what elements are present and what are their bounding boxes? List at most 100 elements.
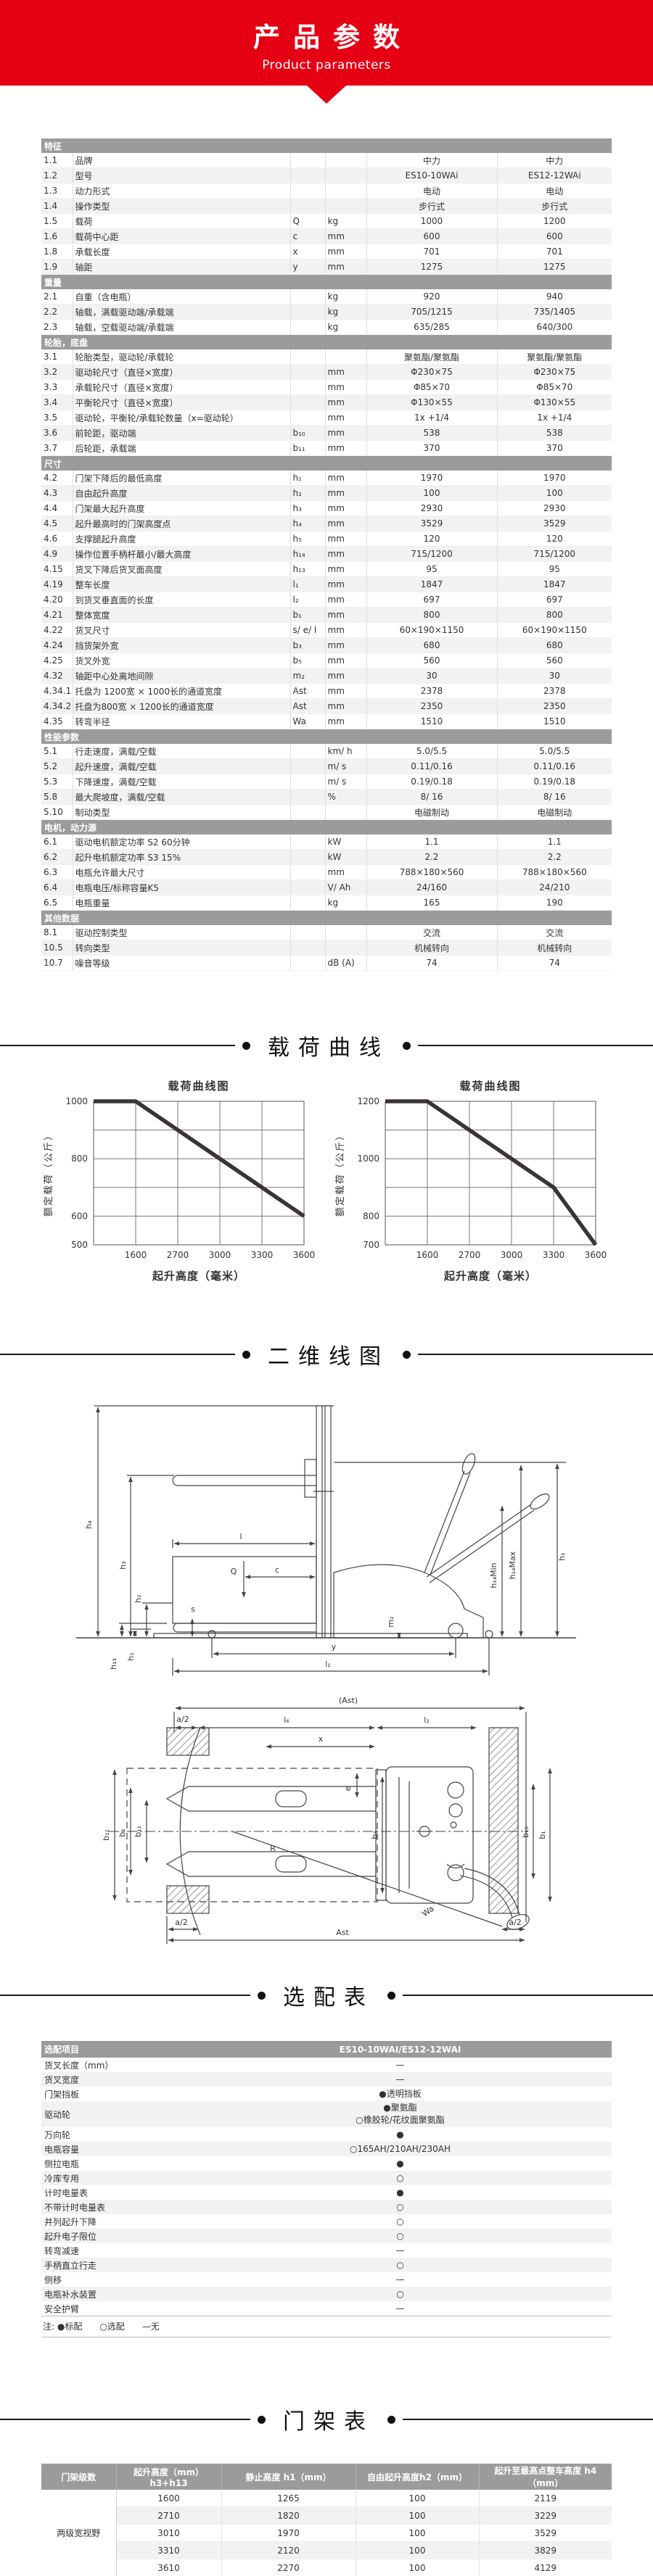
dimension-label: (Ast) xyxy=(339,1696,358,1705)
load-curve-line xyxy=(94,1099,305,1218)
option-row: 并列起升下降○ xyxy=(41,2214,612,2229)
spec-value-es12: 1510 xyxy=(497,713,612,729)
spec-value-es12: 中力 xyxy=(497,153,612,168)
divider-line xyxy=(0,1045,235,1046)
spec-unit: mm xyxy=(325,698,367,714)
svg-text:额定载荷（公斤）: 额定载荷（公斤） xyxy=(335,1130,346,1217)
spec-symbol: l₁ xyxy=(290,576,326,592)
svg-text:2700: 2700 xyxy=(459,1250,481,1260)
divider-line xyxy=(403,1995,653,1996)
spec-name: 转弯半径 xyxy=(73,713,291,729)
spec-name: 转向类型 xyxy=(73,940,291,956)
spec-value-es12: 640/300 xyxy=(497,319,612,335)
divider-dot-icon xyxy=(258,1991,266,2000)
mast-header-cell: 自由起升高度h2（mm） xyxy=(356,2464,480,2490)
option-name: 并列起升下降 xyxy=(44,2216,97,2227)
spec-section-label: 特征 xyxy=(41,138,612,153)
spec-symbol xyxy=(290,834,326,850)
spec-value-es12: 1275 xyxy=(497,259,612,275)
option-name: 起升电子限位 xyxy=(44,2231,97,2242)
dimension-label: c xyxy=(275,1565,279,1575)
spec-name: 自由起升高度 xyxy=(73,485,291,501)
spec-unit: kg xyxy=(325,895,367,911)
spec-name: 轴载，空载驱动端/承载端 xyxy=(73,319,291,335)
spec-no: 4.19 xyxy=(41,576,73,592)
spec-unit: mm xyxy=(325,500,367,516)
spec-name: 电瓶重量 xyxy=(73,895,291,911)
spec-no: 4.24 xyxy=(41,637,73,653)
spec-name: 载荷 xyxy=(73,213,291,229)
options-header-item: 选配项目 xyxy=(41,2041,189,2058)
option-value: — xyxy=(395,2059,405,2070)
spec-name: 起升最高时的门架高度点 xyxy=(73,515,291,531)
spec-value-es10: 中力 xyxy=(366,153,498,168)
option-name: 侧拉电瓶 xyxy=(44,2158,80,2169)
divider-line xyxy=(0,1354,235,1355)
spec-value-es10: 920 xyxy=(366,289,498,305)
spec-name: 起升电机额定功率 S3 15% xyxy=(73,849,291,865)
spec-symbol xyxy=(290,349,326,365)
spec-name: 下降速度，满载/空载 xyxy=(73,774,291,790)
spec-value-es10: 电动 xyxy=(366,183,498,199)
svg-text:700: 700 xyxy=(363,1240,379,1250)
divider-dot-icon xyxy=(387,2415,395,2424)
spec-name: 驱动轮尺寸（直径×宽度） xyxy=(73,364,291,380)
mast-cell: 100 xyxy=(356,2524,480,2542)
spec-unit xyxy=(325,167,367,183)
spec-value-es12: 735/1405 xyxy=(497,304,612,320)
mast-cell: 1600 xyxy=(116,2490,222,2507)
option-name: 电瓶容量 xyxy=(44,2144,80,2155)
spec-no: 4.5 xyxy=(41,515,73,531)
dimension-label: a/2 xyxy=(509,1918,521,1927)
option-row: 不带计时电量表○ xyxy=(41,2200,612,2214)
spec-value-es10: 697 xyxy=(366,592,498,608)
option-name: 冷库专用 xyxy=(44,2173,80,2184)
svg-text:500: 500 xyxy=(71,1240,88,1250)
spec-symbol xyxy=(290,410,326,426)
spec-unit: mm xyxy=(325,592,367,608)
option-value: ●透明挡板 xyxy=(379,2088,422,2099)
spec-symbol: b₃ xyxy=(290,637,326,653)
spec-name: 轴载，满载驱动端/承载端 xyxy=(73,304,291,320)
spec-value-es10: 705/1215 xyxy=(366,304,498,320)
spec-no: 1.8 xyxy=(41,244,73,260)
spec-no: 2.3 xyxy=(41,319,73,335)
spec-value-es10: 370 xyxy=(366,440,498,456)
spec-no: 5.10 xyxy=(41,804,73,820)
options-header-row: 选配项目 ES10-10WAI/ES12-12WAI xyxy=(41,2041,612,2058)
divider-dot-icon xyxy=(403,1041,411,1050)
spec-name: 最大爬坡度，满载/空载 xyxy=(73,789,291,805)
spec-no: 6.5 xyxy=(41,895,73,911)
spec-no: 1.2 xyxy=(41,167,73,183)
dimension-label: e xyxy=(343,1786,353,1791)
spec-no: 10.5 xyxy=(41,940,73,956)
option-value: ● xyxy=(396,2158,404,2169)
dimension-label: h₁₄Min xyxy=(489,1562,498,1588)
spec-value-es12: 190 xyxy=(497,895,612,911)
dimension-label: a/2 xyxy=(175,1918,187,1927)
dimension-label: h₂ xyxy=(134,1594,143,1602)
spec-symbol xyxy=(290,319,326,335)
option-row: 电瓶容量○165AH/210AH/230AH xyxy=(41,2142,612,2156)
spec-value-es10: 步行式 xyxy=(366,198,498,214)
spec-value-es10: 560 xyxy=(366,653,498,668)
spec-section-label: 其他数据 xyxy=(41,910,612,925)
spec-unit: kg xyxy=(325,304,367,320)
mast-cell: 100 xyxy=(356,2541,480,2559)
spec-no: 1.5 xyxy=(41,213,73,229)
spec-unit: mm xyxy=(325,440,367,456)
spec-unit: mm xyxy=(325,410,367,426)
